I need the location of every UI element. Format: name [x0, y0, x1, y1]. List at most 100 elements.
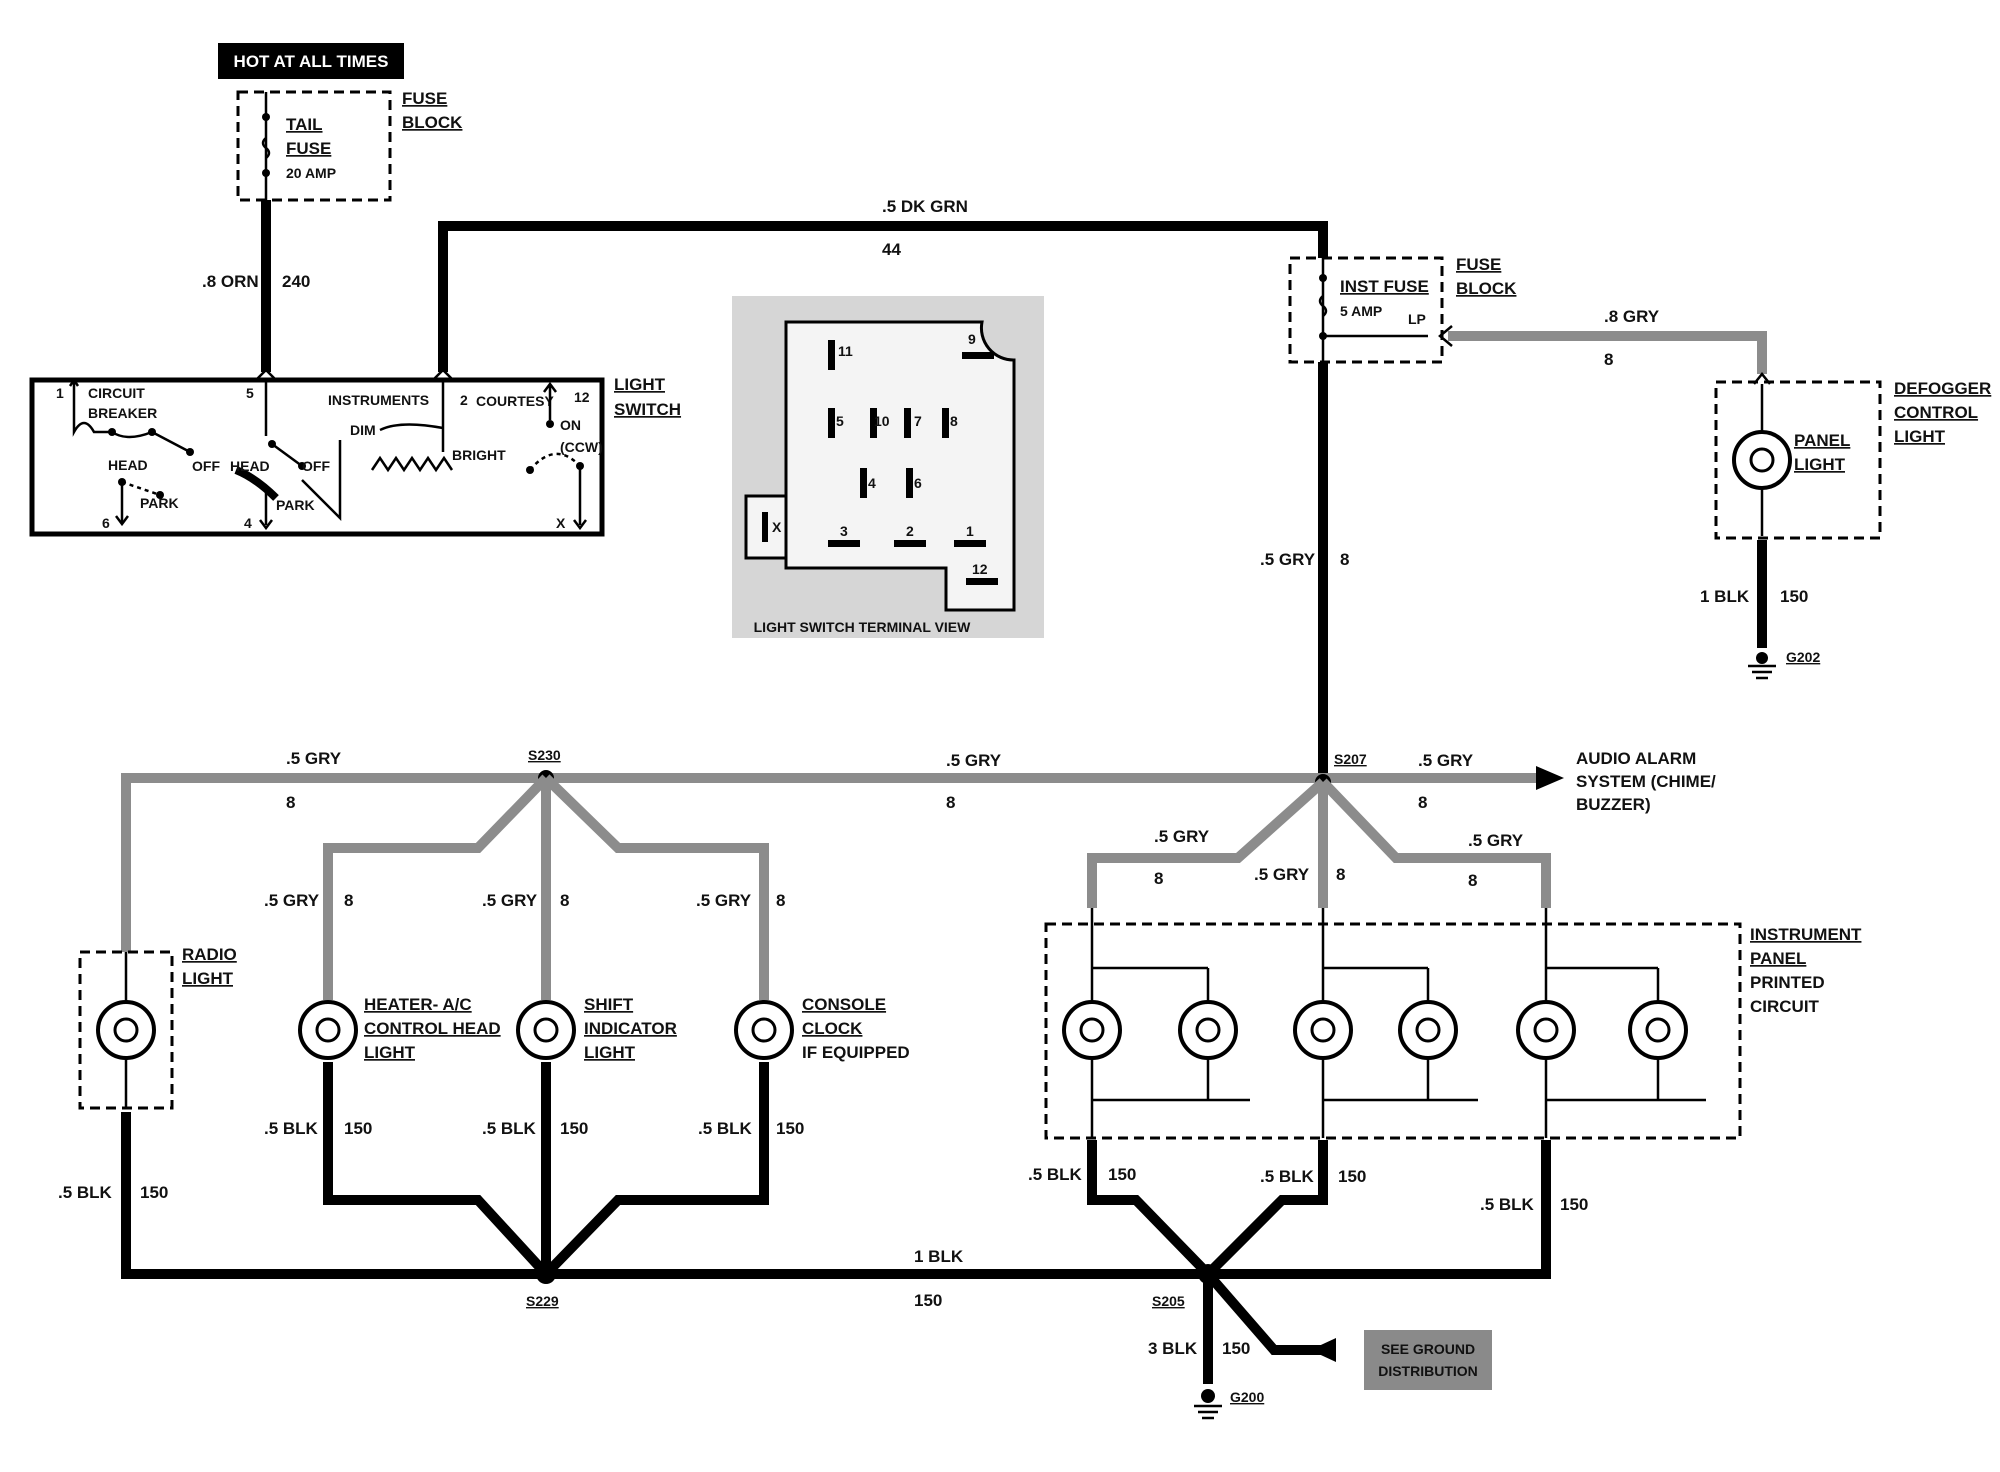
wire-dkgrn-gauge: .5 DK GRN	[882, 197, 968, 216]
svg-text:150: 150	[560, 1119, 588, 1138]
svg-text:OFF: OFF	[302, 458, 330, 474]
svg-text:150: 150	[1222, 1339, 1250, 1358]
svg-text:11: 11	[838, 343, 853, 359]
ground-icon	[1748, 652, 1776, 680]
svg-text:.5 BLK: .5 BLK	[698, 1119, 753, 1138]
svg-text:DEFOGGER: DEFOGGER	[1894, 379, 1991, 398]
svg-text:1: 1	[966, 523, 974, 539]
svg-text:.5 BLK: .5 BLK	[1480, 1195, 1535, 1214]
svg-text:S229: S229	[526, 1293, 559, 1309]
svg-text:10: 10	[874, 413, 890, 429]
svg-text:150: 150	[1338, 1167, 1366, 1186]
svg-text:8: 8	[1418, 793, 1427, 812]
fuse-block-right-label-1: FUSE	[1456, 255, 1501, 274]
defogger-control-light: PANEL LIGHT DEFOGGER CONTROL LIGHT	[1714, 371, 1991, 540]
svg-text:CONTROL: CONTROL	[1894, 403, 1978, 422]
light-switch-terminal-view: 11 9 5 10 7 8 4 6 X 3 2 1 12 LIGHT SWITC…	[732, 296, 1044, 638]
svg-text:LIGHT: LIGHT	[1794, 455, 1846, 474]
light-switch: LIGHT SWITCH 1 CIRCUIT BREAKER HEAD OFF …	[29, 368, 681, 537]
splice-s229	[536, 1264, 556, 1284]
svg-text:8: 8	[1336, 865, 1345, 884]
fuse-block-top: TAIL FUSE 20 AMP FUSE BLOCK	[236, 89, 463, 202]
ground-g202-label: G202	[1786, 649, 1820, 665]
heater-ac-control-head-light: HEATER- A/C CONTROL HEAD LIGHT	[298, 995, 501, 1062]
svg-text:.5 GRY: .5 GRY	[264, 891, 320, 910]
svg-text:HEAD: HEAD	[230, 458, 270, 474]
svg-text:.5 BLK: .5 BLK	[58, 1183, 113, 1202]
svg-text:X: X	[556, 515, 566, 531]
fuse-block-right-label-2: BLOCK	[1456, 279, 1517, 298]
svg-text:INSTRUMENT: INSTRUMENT	[1750, 925, 1862, 944]
fuse-block-top-label-1: FUSE	[402, 89, 447, 108]
svg-text:PARK: PARK	[140, 495, 179, 511]
instrument-panel-printed-circuit: INSTRUMENT PANEL PRINTED CIRCUIT	[1044, 908, 1862, 1140]
inst-fuse-name: INST FUSE	[1340, 277, 1429, 296]
inst-fuse-lp: LP	[1408, 311, 1426, 327]
svg-text:7: 7	[914, 413, 922, 429]
svg-text:8: 8	[1468, 871, 1477, 890]
wire-blk-ip	[1087, 1140, 1328, 1282]
tail-fuse-rating: 20 AMP	[286, 165, 336, 181]
svg-text:.5 GRY: .5 GRY	[482, 891, 538, 910]
svg-text:150: 150	[344, 1119, 372, 1138]
ground-g200-label: G200	[1230, 1389, 1264, 1405]
svg-text:RADIO: RADIO	[182, 945, 237, 964]
wire-gry-console	[542, 774, 769, 1000]
splice-s205	[1198, 1264, 1218, 1284]
svg-text:CONSOLE: CONSOLE	[802, 995, 886, 1014]
wire-blk-bus	[121, 1112, 1551, 1279]
svg-text:8: 8	[560, 891, 569, 910]
svg-text:ON: ON	[560, 417, 581, 433]
svg-text:150: 150	[140, 1183, 168, 1202]
svg-text:PANEL: PANEL	[1750, 949, 1806, 968]
svg-text:5: 5	[246, 385, 254, 401]
svg-text:.5 GRY: .5 GRY	[1260, 550, 1316, 569]
svg-text:1: 1	[56, 385, 64, 401]
svg-text:.5 BLK: .5 BLK	[1028, 1165, 1083, 1184]
wire-gry-defogger-gauge: .8 GRY	[1604, 307, 1660, 326]
hot-label: HOT AT ALL TIMES	[234, 52, 389, 71]
svg-text:COURTESY: COURTESY	[476, 393, 554, 409]
wire-dkgrn-44	[438, 221, 1328, 372]
svg-text:INSTRUMENTS: INSTRUMENTS	[328, 392, 429, 408]
svg-text:PRINTED: PRINTED	[1750, 973, 1825, 992]
svg-text:.5 GRY: .5 GRY	[286, 749, 342, 768]
svg-text:.5 GRY: .5 GRY	[1254, 865, 1310, 884]
svg-text:SEE GROUND: SEE GROUND	[1381, 1341, 1475, 1357]
svg-text:.5 GRY: .5 GRY	[1468, 831, 1524, 850]
svg-text:AUDIO ALARM: AUDIO ALARM	[1576, 749, 1696, 768]
svg-text:150: 150	[914, 1291, 942, 1310]
inst-fuse-rating: 5 AMP	[1340, 303, 1382, 319]
svg-text:150: 150	[776, 1119, 804, 1138]
svg-text:OFF: OFF	[192, 458, 220, 474]
hot-at-all-times-banner: HOT AT ALL TIMES	[218, 43, 404, 79]
svg-text:8: 8	[946, 793, 955, 812]
svg-text:(CCW): (CCW)	[560, 439, 603, 455]
svg-text:PARK: PARK	[276, 497, 315, 513]
svg-text:1 BLK: 1 BLK	[914, 1247, 964, 1266]
wire-gry-ip-right	[1319, 778, 1551, 908]
svg-text:S230: S230	[528, 747, 561, 763]
svg-text:12: 12	[972, 561, 988, 577]
fuse-block-inst: INST FUSE 5 AMP LP FUSE BLOCK	[1288, 255, 1517, 364]
svg-text:8: 8	[776, 891, 785, 910]
svg-text:150: 150	[1108, 1165, 1136, 1184]
wire-gry-heater	[323, 774, 550, 1000]
svg-text:PANEL: PANEL	[1794, 431, 1850, 450]
svg-text:6: 6	[102, 515, 110, 531]
wire-dkgrn-circuit: 44	[882, 240, 901, 259]
wire-orn-circuit: 240	[282, 272, 310, 291]
svg-text:BUZZER): BUZZER)	[1576, 795, 1651, 814]
radio-light: RADIO LIGHT	[78, 945, 237, 1110]
svg-text:5: 5	[836, 413, 844, 429]
svg-text:2: 2	[906, 523, 914, 539]
svg-text:8: 8	[1154, 869, 1163, 888]
console-clock-light: CONSOLE CLOCK IF EQUIPPED	[734, 995, 910, 1062]
wire-gry-ip-left	[1087, 778, 1327, 908]
svg-text:CONTROL HEAD: CONTROL HEAD	[364, 1019, 501, 1038]
svg-text:.5 GRY: .5 GRY	[946, 751, 1002, 770]
ground-icon	[1194, 1389, 1222, 1420]
svg-text:.5 GRY: .5 GRY	[1154, 827, 1210, 846]
tail-fuse-label-2: FUSE	[286, 139, 331, 158]
